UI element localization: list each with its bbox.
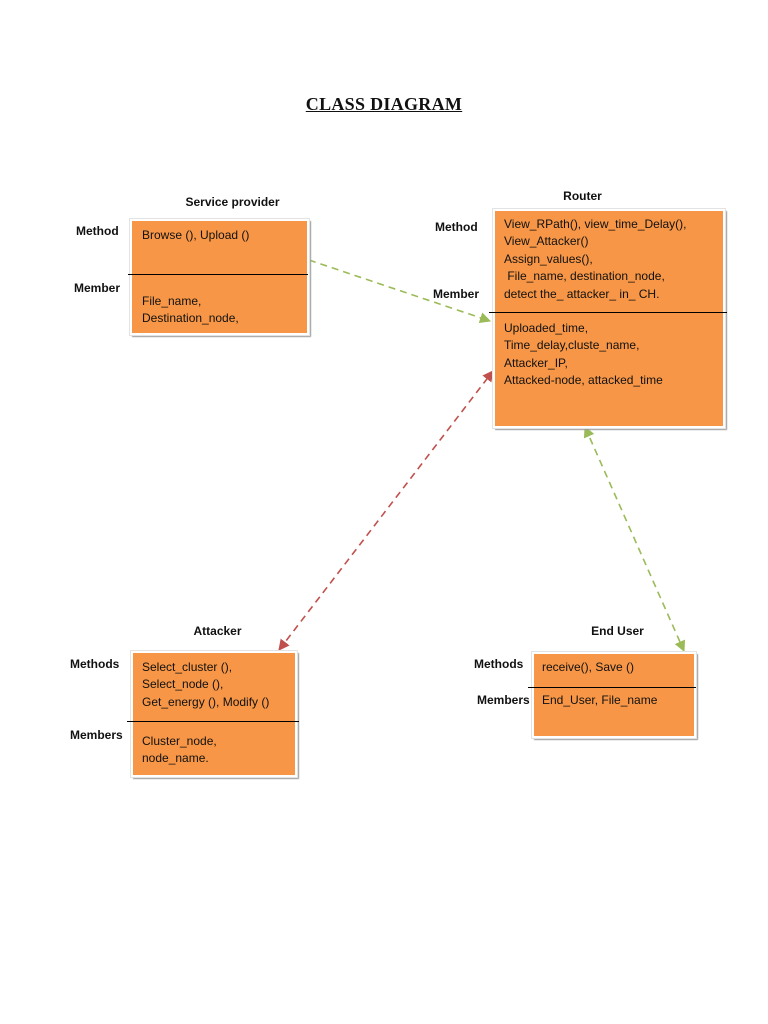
methods-attacker: Select_cluster (), Select_node (), Get_e… <box>142 659 269 711</box>
connector-router-end-user <box>583 425 686 653</box>
class-divider-attacker <box>127 721 299 722</box>
methods-end-user: receive(), Save () <box>542 659 634 676</box>
class-box-service-provider <box>130 219 309 335</box>
class-name-service-provider: Service provider <box>185 195 280 209</box>
member-line: File_name, <box>142 294 202 308</box>
member-line: Time_delay,cluste_name, <box>504 338 640 353</box>
method-line: Select_cluster (), <box>142 660 233 674</box>
method-line: detect the_ attacker_ in_ CH. <box>504 286 660 301</box>
class-name-end-user: End User <box>591 624 644 638</box>
members-end-user: End_User, File_name <box>542 692 657 709</box>
method-line: receive(), Save () <box>542 660 635 674</box>
member-label-end-user: Members <box>477 693 530 707</box>
method-line: File_name, destination_node, <box>504 269 665 284</box>
class-divider-service-provider <box>128 274 308 275</box>
class-divider-router <box>489 312 727 313</box>
member-label-service-provider: Member <box>74 281 121 295</box>
members-router: Uploaded_time, Time_delay,cluste_name, A… <box>504 320 663 390</box>
member-line: Attacked-node, attacked_time <box>504 373 663 388</box>
class-box-router <box>493 209 725 428</box>
class-divider-end-user <box>528 687 696 688</box>
member-line: End_User, File_name <box>542 693 658 707</box>
member-label-attacker: Members <box>70 728 123 742</box>
member-label-router: Member <box>433 287 480 301</box>
method-line: Get_energy (), Modify () <box>142 694 270 709</box>
method-line: View_Attacker() <box>504 234 589 249</box>
member-line: Cluster_node, <box>142 734 217 748</box>
class-name-attacker: Attacker <box>193 624 242 638</box>
diagram-title: CLASS DIAGRAM <box>305 94 463 114</box>
member-line: Uploaded_time, <box>504 321 589 335</box>
method-label-router: Method <box>435 220 478 234</box>
methods-service-provider: Browse (), Upload () <box>142 227 249 244</box>
members-service-provider: File_name, Destination_node, <box>142 293 239 328</box>
method-line: Assign_values(), <box>504 251 593 266</box>
class-box-end-user <box>532 652 696 738</box>
member-line: node_name. <box>142 751 209 766</box>
method-label-attacker: Methods <box>70 657 120 671</box>
methods-router: View_RPath(), view_time_Delay(), View_At… <box>504 216 687 303</box>
method-line: Select_node (), <box>142 677 224 692</box>
method-line: View_RPath(), view_time_Delay(), <box>504 217 687 231</box>
connector-service-provider-router <box>308 259 492 324</box>
connector-attacker-router <box>278 370 494 651</box>
class-box-attacker <box>131 651 297 777</box>
member-line: Destination_node, <box>142 311 239 326</box>
members-attacker: Cluster_node, node_name. <box>142 733 217 768</box>
class-name-router: Router <box>563 189 602 203</box>
method-label-service-provider: Method <box>76 224 119 238</box>
method-label-end-user: Methods <box>474 657 524 671</box>
method-line: Browse (), Upload () <box>142 228 250 242</box>
member-line: Attacker_IP, <box>504 355 568 370</box>
